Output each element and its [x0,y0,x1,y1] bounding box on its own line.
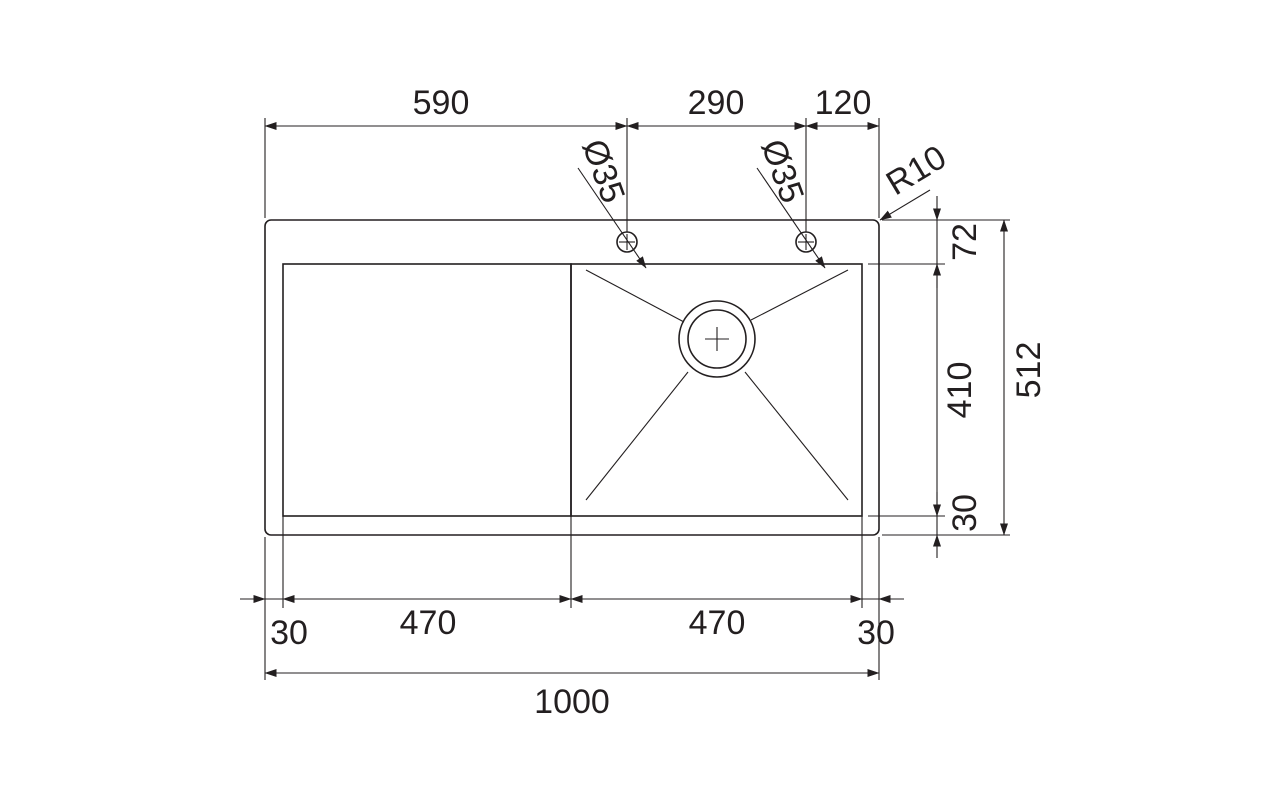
dim-text-30-bottom-right: 30 [857,614,895,652]
drain-inner-ring [687,309,747,369]
dim-text-290: 290 [688,84,745,122]
drainer-area [282,263,572,517]
dim-text-30-bottom-left: 30 [270,614,308,652]
dim-text-470-bowl: 470 [689,604,746,642]
sink-outline [264,219,880,536]
top-dimensions: 590 290 120 [264,84,880,232]
dim-text-120: 120 [815,84,872,122]
dim-text-470-drainer: 470 [400,604,457,642]
dim-text-512: 512 [1010,342,1048,399]
dim-text-hole-left: Ø35 [574,135,632,208]
dim-text-72: 72 [946,223,984,261]
drain [678,300,756,378]
hole-leaders: Ø35 Ø35 [574,135,826,269]
radius-leader: R10 [879,138,953,221]
sink-top-plate [264,219,880,536]
right-dimensions: 72 410 30 512 [868,196,1048,558]
dim-text-radius: R10 [880,138,953,203]
dim-text-1000: 1000 [534,683,610,721]
tap-holes [616,231,817,253]
dim-text-hole-right: Ø35 [753,135,811,208]
dim-text-30-right: 30 [946,494,984,532]
dim-text-590: 590 [413,84,470,122]
drain-outer-ring [678,300,756,378]
dim-text-410: 410 [941,362,979,419]
bottom-dimensions: 30 470 470 30 1000 [240,516,904,721]
bowl-grooves [585,269,849,501]
